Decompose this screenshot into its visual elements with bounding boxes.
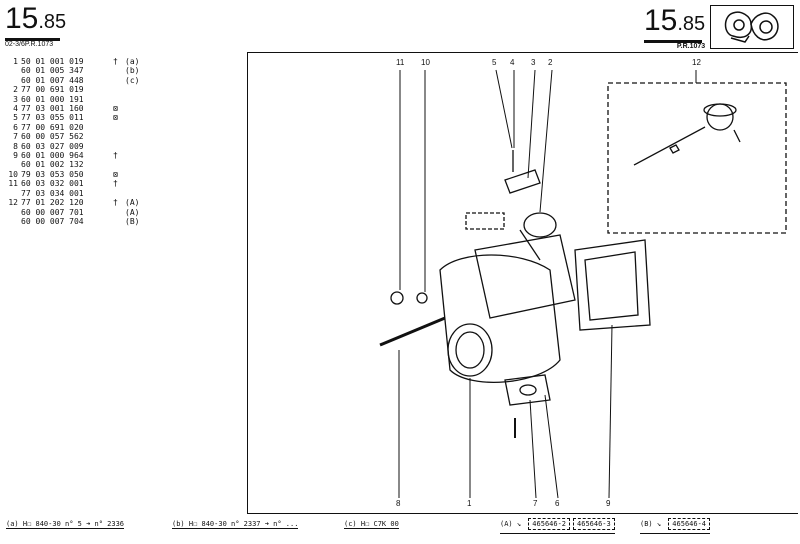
part-row: 60 01 002 132 (6, 160, 139, 169)
part-ref: 60 00 057 562 (21, 132, 84, 142)
part-item: 6 (13, 122, 18, 132)
variant-ref: 465646-3 (573, 518, 615, 530)
part-ref: 79 03 053 050 (21, 169, 84, 179)
part-note: (c) (125, 75, 140, 85)
part-row: 77 03 034 001 (6, 189, 139, 198)
part-item: 4 (13, 104, 18, 114)
part-item: 12 (8, 198, 18, 208)
part-ref: 60 01 000 964 (21, 151, 84, 161)
variant-ref: 465646-4 (668, 518, 711, 530)
page-ref: 02-3/6P.R.1073 (5, 41, 54, 48)
part-mark: ⊠ (113, 113, 118, 123)
callout-label: 5 (492, 58, 497, 67)
part-row: 60 01 005 347 (b) (6, 66, 139, 75)
part-ref: 77 03 001 160 (21, 104, 84, 114)
part-mark: † (113, 179, 118, 189)
callout-label: 1 (467, 499, 472, 508)
part-ref: 60 01 000 191 (21, 94, 84, 104)
part-mark: ⊠ (113, 104, 118, 114)
part-ref: 77 00 691 020 (21, 122, 84, 132)
part-mark: † (113, 57, 118, 66)
part-ref: 60 00 007 701 (21, 207, 84, 217)
part-ref: 60 03 032 001 (21, 179, 84, 189)
header-right: 15.85 P.R.1073 (644, 6, 705, 50)
callout-label: 10 (421, 58, 430, 67)
page-ref-right: P.R.1073 (676, 43, 706, 50)
part-item: 8 (13, 141, 18, 151)
part-ref: 60 01 007 448 (21, 75, 84, 85)
part-mark: † (113, 151, 118, 161)
actuator-detail-box (607, 82, 787, 234)
callout-label: 11 (396, 58, 405, 67)
page-number: 15.85 (5, 2, 67, 35)
part-item: 7 (13, 132, 18, 142)
callout-label: 12 (692, 58, 701, 67)
part-note: (A) (125, 207, 140, 217)
part-note: (b) (125, 66, 140, 76)
callout-label: 9 (606, 499, 611, 508)
part-ref: 60 01 005 347 (21, 66, 84, 76)
variant-ref: 465646-2 (528, 518, 571, 530)
page-number-right: 15.85 (644, 4, 706, 37)
part-item: 9 (13, 151, 18, 161)
part-item: 5 (13, 113, 18, 123)
part-note: (A) (125, 198, 140, 208)
part-ref: 77 03 034 001 (21, 188, 84, 198)
callout-label: 2 (548, 58, 553, 67)
part-item: 3 (13, 94, 18, 104)
footnote-c: (c) H☐ C7K 00 (344, 520, 399, 529)
part-ref: 77 00 691 019 (21, 85, 84, 95)
part-item: 10 (8, 169, 18, 179)
part-row: 60 00 007 704 (B) (6, 217, 139, 226)
callout-label: 6 (555, 499, 560, 508)
part-note: (a) (125, 57, 140, 66)
callout-label: 3 (531, 58, 536, 67)
part-item: 2 (13, 85, 18, 95)
callout-label: 8 (396, 499, 401, 508)
footnote-b: (b) H☐ 840-30 n° 2337 ➜ n° ... (172, 520, 299, 529)
footnote-a: (a) H☐ 840-30 n° 5 ➜ n° 2336 (6, 520, 125, 529)
part-ref: 60 00 007 704 (21, 216, 84, 226)
part-mark: ⊠ (113, 169, 118, 179)
part-row: 60 00 007 701 (A) (6, 208, 139, 217)
part-mark: † (113, 198, 118, 208)
diagram-frame (247, 52, 798, 514)
header-left: 15.85 02-3/6P.R.1073 (5, 4, 66, 48)
part-ref: 77 03 055 011 (21, 113, 84, 123)
part-ref: 60 03 027 009 (21, 141, 84, 151)
part-row: 60 01 007 448 (c) (6, 76, 139, 85)
variant-b: (B) ↘ 465646-4 (640, 518, 711, 534)
callout-label: 7 (533, 499, 538, 508)
part-item: 1 (13, 57, 18, 66)
part-ref: 77 01 202 120 (21, 198, 84, 208)
turbocharger-icon (710, 5, 794, 49)
part-ref: 60 01 002 132 (21, 160, 84, 170)
part-note: (B) (125, 216, 140, 226)
part-ref: 50 01 001 019 (21, 57, 84, 66)
part-item: 11 (8, 179, 18, 189)
callout-label: 4 (510, 58, 515, 67)
